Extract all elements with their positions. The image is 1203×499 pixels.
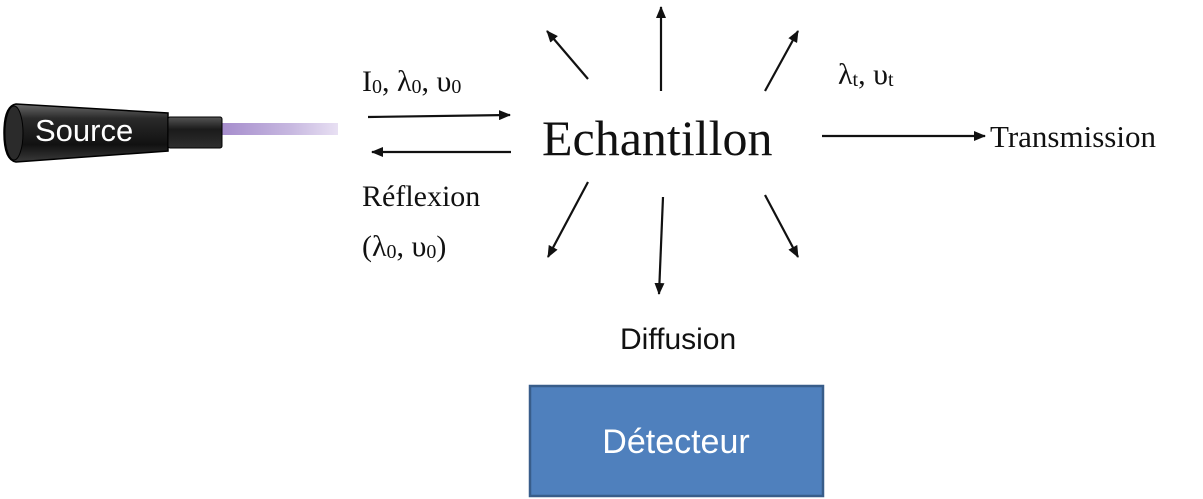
incident-separator-1: , [382,65,397,98]
transmission-label: Transmission [990,119,1156,154]
reflection-frequency-subscript: 0 [426,241,436,263]
reflection-open-paren: ( [362,230,372,263]
sample-label: Echantillon [542,110,773,166]
detector-label: Détecteur [602,423,749,461]
transmitted-wavelength-symbol: λ [838,58,853,91]
transmitted-separator: , [858,58,873,91]
source-label: Source [35,113,133,148]
transmitted-wavelength-subscript: t [853,69,859,91]
incident-frequency-subscript: 0 [451,76,461,98]
transmitted-parameters: λt, υt [838,58,894,91]
reflection-wavelength-subscript: 0 [387,241,397,263]
incident-separator-2: , [422,65,437,98]
reflection-label: Réflexion [362,180,480,213]
scatter-arrow-up-left [546,30,589,80]
source-end-cap [4,105,24,161]
reflection-separator: , [397,230,412,263]
source-body [3,103,169,163]
incident-parameters: I0, λ0, υ0 [362,65,461,98]
source-nozzle [167,116,223,149]
scatter-arrow-down-left [547,181,589,258]
scatter-arrow-down-right [764,194,799,258]
incident-intensity-symbol: I [362,65,372,98]
detector: Détecteur [528,384,825,498]
transmitted-frequency-subscript: t [888,69,894,91]
source-lamp: Source [3,103,338,163]
scatter-arrow-up-right [764,30,799,92]
incident-arrow [367,110,511,121]
reflection-close-paren: ) [436,230,446,263]
scatter-arrow-down [654,196,665,295]
reflection-wavelength-symbol: λ [372,230,387,263]
incident-wavelength-subscript: 0 [412,76,422,98]
reflection-frequency-symbol: υ [412,230,427,263]
reflection-parameters: (λ0, υ0) [362,230,446,263]
light-beam [220,123,338,135]
incident-frequency-symbol: υ [437,65,452,98]
incident-wavelength-symbol: λ [397,65,412,98]
incident-intensity-subscript: 0 [372,76,382,98]
detector-box [528,384,825,498]
transmitted-frequency-symbol: υ [873,58,888,91]
diffusion-label: Diffusion [620,323,736,356]
